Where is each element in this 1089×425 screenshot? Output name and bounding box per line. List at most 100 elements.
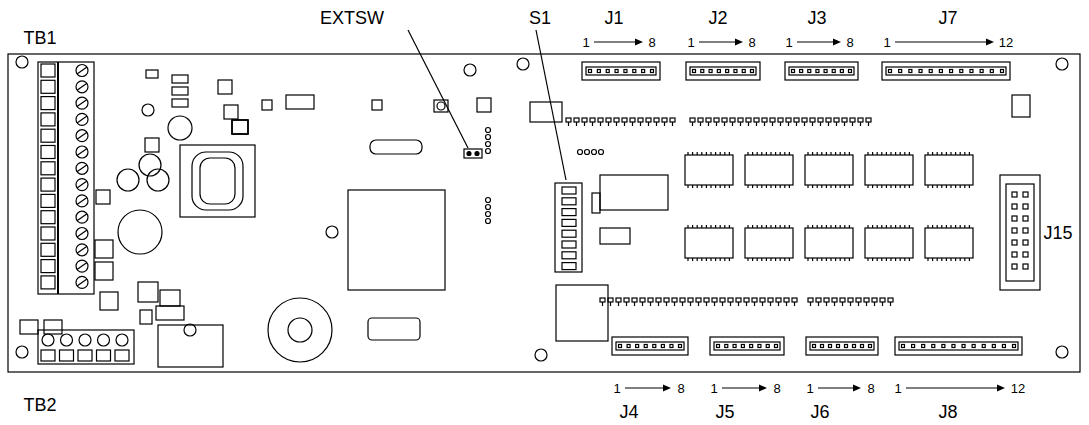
terminal-clamp [41,260,55,273]
arrow-head [635,39,643,46]
pin-number: 1 [613,382,620,395]
connector-pin [1012,240,1017,245]
ic-pin [849,225,850,228]
terminal-screw [98,334,110,346]
resistor-array [614,118,619,122]
ic-pin [770,258,771,261]
connector-pin [922,345,925,348]
resistor-array [738,302,739,306]
capacitor [145,138,159,152]
resistor-array [858,118,863,122]
ic-pin [729,152,730,155]
connector-pin [636,345,639,348]
component [172,87,188,95]
connector-pin [1012,264,1017,269]
ic-pin [766,258,767,261]
resistor-array [834,302,835,306]
terminal-screw [76,244,88,256]
connector-pin [813,345,816,348]
resistor-array [600,298,605,302]
resistor-array [650,302,651,306]
ic-pin [955,152,956,155]
connector-pin [670,345,673,348]
mounting-hole [464,64,476,76]
pin-connector [785,62,858,80]
terminal-screw [76,179,88,191]
fuse [368,318,420,340]
ic-pin [849,185,850,188]
connector-pin [902,345,905,348]
resistor-array [730,118,735,122]
resistor-array [662,118,667,122]
resistor-array [606,118,611,122]
arrow-shaft [625,387,665,388]
terminal-clamp [41,350,55,361]
ic-pin [766,185,767,188]
ic-pin [927,258,928,261]
ic-pin [720,225,721,228]
resistor-array [740,122,741,126]
processor-chip [348,190,445,290]
resistor-array [622,118,627,122]
toroid-inductor [268,298,332,362]
resistor-array [818,118,823,122]
ic-pin [895,225,896,228]
connector-pin [824,70,827,73]
connector-pin [725,345,728,348]
ic-chip [224,105,238,119]
connector-pin [1001,70,1004,73]
ic-pin [895,185,896,188]
terminal-clamp [41,97,55,110]
capacitor [147,169,169,191]
ic-pin [715,225,716,228]
terminal-divider [57,62,58,294]
ic-pin [877,152,878,155]
resistor-array [820,122,821,126]
ic-pin [761,185,762,188]
ic-pin [867,225,868,228]
ic-pin [890,225,891,228]
ic-pin [766,152,767,155]
resistor-array [706,302,707,306]
ic-pin [904,185,905,188]
terminal-screw [76,162,88,174]
connector-pin [899,70,902,73]
resistor-array [792,298,797,302]
terminal-screw [76,97,88,109]
connector-pin [597,70,600,73]
ic-pin [706,152,707,155]
terminal-screw [76,228,88,240]
resistor-array [722,118,727,122]
resistor-array [682,302,683,306]
ic-pin [692,225,693,228]
terminal-screw [77,165,87,172]
connector-pin [615,70,618,73]
test-point [372,100,382,110]
pin-number: 1 [894,382,901,395]
ic-pin [881,152,882,155]
capacitor [168,116,192,140]
ic-pin [900,185,901,188]
ic-pin [867,152,868,155]
ic-pin [909,258,910,261]
ic-pin [770,152,771,155]
pin-connector [690,67,756,75]
ic-chip [925,228,973,258]
resistor-array [648,298,653,302]
part-label: TB2 [23,396,56,414]
pin-connector [899,342,1018,350]
resistor-array [736,298,741,302]
ic-pin [950,152,951,155]
terminal-divider [57,62,58,294]
ic-pin [706,225,707,228]
ic-pin [812,185,813,188]
terminal-divider [57,62,58,294]
ic-pin [789,152,790,155]
ic-pin [821,185,822,188]
part-label: J2 [708,9,727,27]
ic-pin [775,258,776,261]
connector-pin [627,345,630,348]
resistor-array [658,302,659,306]
dip-switch [555,183,582,272]
ic-pin [969,258,970,261]
